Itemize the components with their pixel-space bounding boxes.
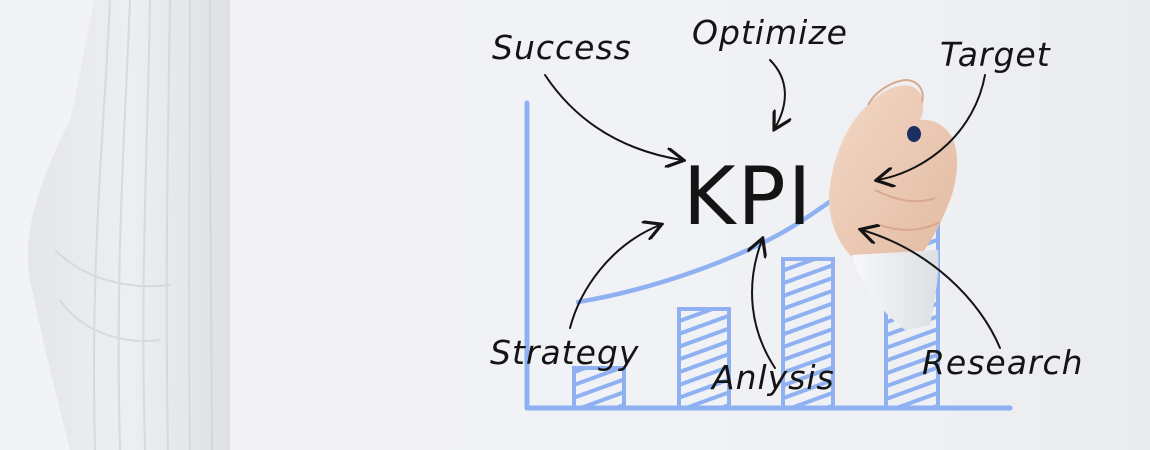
arrow-anlysis-to-kpi	[752, 240, 776, 369]
word-kpi: KPI	[683, 150, 814, 243]
word-optimize: Optimize	[692, 13, 848, 52]
marker-pen-icon	[907, 126, 921, 142]
word-target: Target	[940, 35, 1051, 74]
arrow-research-to-kpi	[862, 230, 1001, 349]
arrow-success-to-kpi	[544, 74, 682, 160]
word-success: Success	[492, 28, 632, 67]
word-anlysis: Anlysis	[712, 358, 835, 397]
arrow-strategy-to-kpi	[569, 225, 660, 329]
arrow-optimize-to-kpi	[769, 59, 785, 128]
bar-1	[572, 366, 626, 410]
bar-2	[677, 307, 731, 410]
concept-arrows	[544, 59, 1001, 369]
arrow-target-to-kpi	[878, 74, 986, 180]
bar-3	[781, 257, 835, 410]
business-shirt-sleeve	[27, 0, 230, 450]
word-research: Research	[922, 343, 1084, 382]
word-strategy: Strategy	[490, 333, 640, 372]
